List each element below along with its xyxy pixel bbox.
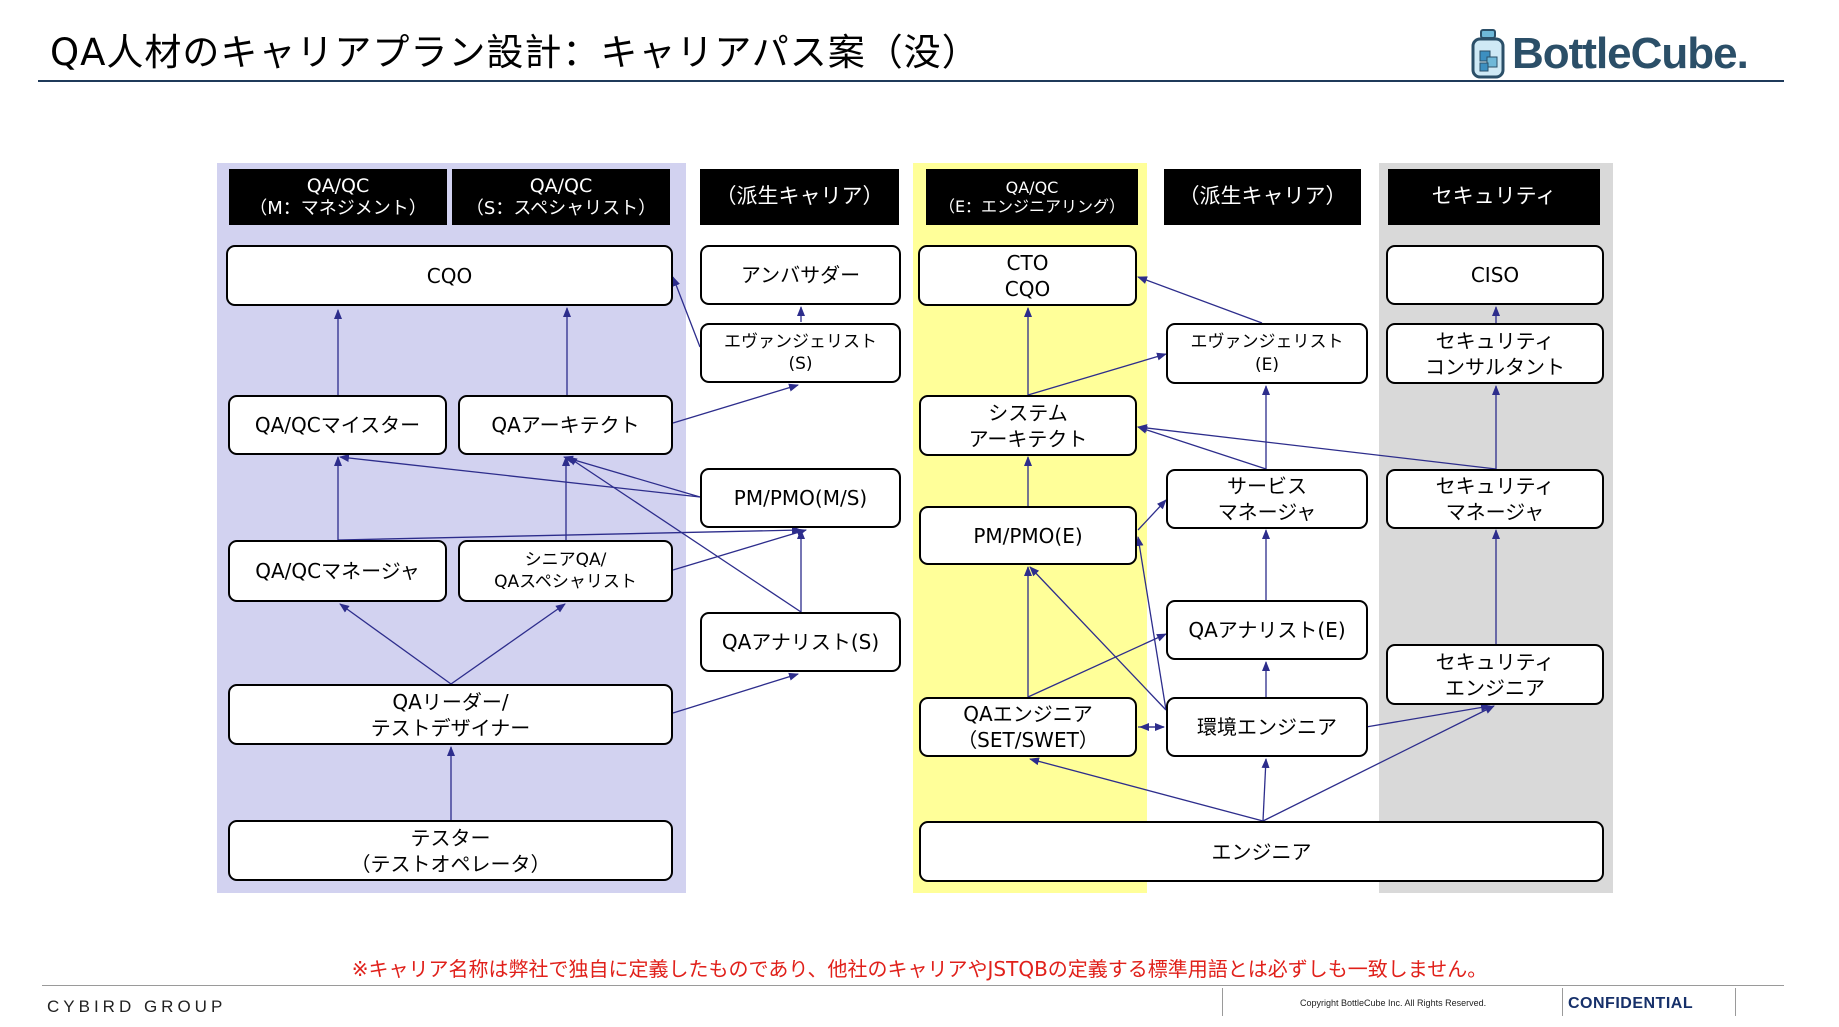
footer-divider <box>42 985 1784 986</box>
node-security-consultant: セキュリティ コンサルタント <box>1386 323 1604 384</box>
node-security-engineer-line1: セキュリティ <box>1435 649 1555 674</box>
header-derived-career-1: （派生キャリア） <box>700 169 899 225</box>
node-cto-cqo: CTO CQO <box>918 245 1137 306</box>
header-qa-management-line2: （M：マネジメント） <box>249 197 427 219</box>
node-qa-leader-line2: テストデザイナー <box>370 715 531 740</box>
node-service-manager: サービス マネージャ <box>1166 469 1368 529</box>
title-divider <box>38 80 1784 82</box>
node-qa-analyst-s: QAアナリスト(S) <box>700 612 901 672</box>
node-qa-meister: QA/QCマイスター <box>228 395 447 455</box>
node-security-consultant-line1: セキュリティ <box>1435 328 1555 353</box>
node-evangelist-s-line2: (S) <box>788 354 813 374</box>
node-senior-qa: シニアQA/ QAスペシャリスト <box>458 540 673 602</box>
node-qa-manager: QA/QCマネージャ <box>228 540 447 602</box>
node-security-consultant-line2: コンサルタント <box>1425 354 1565 379</box>
node-ciso-label: CISO <box>1470 263 1520 287</box>
node-qa-leader: QAリーダー/ テストデザイナー <box>228 684 673 745</box>
node-tester-line2: （テストオペレータ） <box>350 851 551 876</box>
node-qa-analyst-s-label: QAアナリスト(S) <box>721 630 880 654</box>
header-security: セキュリティ <box>1388 169 1600 225</box>
node-security-manager-line2: マネージャ <box>1445 500 1545 524</box>
arrow-evangelist-e-to-cto <box>1137 276 1263 324</box>
page-title: QA人材のキャリアプラン設計：キャリアパス案（没） <box>50 31 980 74</box>
arrow-engineer-to-env-engineer <box>1261 758 1270 822</box>
node-qa-engineer-line2: （SET/SWET） <box>957 728 1099 752</box>
node-qa-meister-label: QA/QCマイスター <box>254 413 421 437</box>
header-derived-career-1-label: （派生キャリア） <box>715 184 884 209</box>
disclaimer-note: ※キャリア名称は弊社で独自に定義したものであり、他社のキャリアやJSTQBの定義… <box>351 957 1488 981</box>
header-qa-engineering: QA/QC （E：エンジニアリング） <box>926 169 1138 225</box>
node-engineer-label: エンジニア <box>1211 839 1312 864</box>
node-security-manager-line1: セキュリティ <box>1435 474 1555 498</box>
node-service-manager-line1: サービス <box>1227 474 1307 498</box>
logo-text: BottleCube. <box>1512 29 1749 78</box>
node-system-architect-line1: システム <box>988 400 1068 425</box>
node-service-manager-line2: マネージャ <box>1217 500 1317 524</box>
node-env-engineer: 環境エンジニア <box>1166 697 1368 757</box>
header-qa-specialist-line1: QA/QC <box>529 174 593 197</box>
header-qa-specialist-line2: （S：スペシャリスト） <box>465 197 657 219</box>
node-evangelist-s-line1: エヴァンジェリスト <box>724 331 877 352</box>
node-env-engineer-label: 環境エンジニア <box>1197 715 1337 739</box>
node-ciso: CISO <box>1386 245 1604 305</box>
node-pm-pmo-e-label: PM/PMO(E) <box>973 523 1083 548</box>
arrow-leader-to-analyst-s <box>672 672 799 714</box>
node-security-engineer: セキュリティ エンジニア <box>1386 644 1604 705</box>
header-qa-engineering-line1: QA/QC <box>1005 177 1059 197</box>
node-system-architect: システム アーキテクト <box>919 395 1137 456</box>
node-evangelist-e-line1: エヴァンジェリスト <box>1190 332 1344 353</box>
node-evangelist-e-line2: (E) <box>1254 354 1279 375</box>
node-ambassador: アンバサダー <box>700 245 901 305</box>
node-pm-pmo-ms-label: PM/PMO(M/S) <box>733 486 868 510</box>
node-cto-cqo-line1: CTO <box>1006 250 1049 275</box>
node-evangelist-e: エヴァンジェリスト (E) <box>1166 323 1368 384</box>
node-senior-qa-line2: QAスペシャリスト <box>494 572 637 592</box>
arrow-senior-to-pmpmo-ms <box>672 528 807 571</box>
header-derived-career-2: （派生キャリア） <box>1164 169 1361 225</box>
node-security-manager: セキュリティ マネージャ <box>1386 469 1604 529</box>
node-security-engineer-line2: エンジニア <box>1445 675 1545 700</box>
header-security-label: セキュリティ <box>1431 184 1557 209</box>
node-tester-line1: テスター <box>410 825 491 850</box>
node-cto-cqo-line2: CQO <box>1004 276 1051 301</box>
logo: BottleCube. <box>1470 26 1749 82</box>
footer-copyright: Copyright BottleCube Inc. All Rights Res… <box>1300 998 1487 1008</box>
footer-brand: CYBIRD GROUP <box>47 997 227 1016</box>
node-evangelist-s: エヴァンジェリスト (S) <box>700 323 901 383</box>
node-tester: テスター （テストオペレータ） <box>228 820 673 881</box>
node-qa-analyst-e-label: QAアナリスト(E) <box>1188 618 1346 642</box>
node-pm-pmo-e: PM/PMO(E) <box>919 506 1137 565</box>
header-qa-engineering-line2: （E：エンジニアリング） <box>938 197 1126 216</box>
header-qa-management: QA/QC （M：マネジメント） <box>229 169 447 225</box>
node-qa-leader-line1: QAリーダー/ <box>392 689 509 714</box>
confidential-label: CONFIDENTIAL <box>1568 995 1694 1012</box>
node-system-architect-line2: アーキテクト <box>968 426 1088 451</box>
node-engineer: エンジニア <box>919 821 1604 882</box>
arrow-service-manager-to-system-architect <box>1137 426 1267 470</box>
node-qa-manager-label: QA/QCマネージャ <box>255 559 420 583</box>
footer-separator-2 <box>1562 988 1563 1016</box>
node-qa-architect-label: QAアーキテクト <box>491 413 640 437</box>
footer-separator-1 <box>1222 988 1223 1016</box>
footer-separator-3 <box>1735 988 1736 1016</box>
node-qa-analyst-e: QAアナリスト(E) <box>1166 600 1368 660</box>
node-qa-engineer-line1: QAエンジニア <box>963 702 1093 726</box>
header-qa-management-line1: QA/QC <box>306 174 370 197</box>
node-ambassador-label: アンバサダー <box>740 263 861 287</box>
node-pm-pmo-ms: PM/PMO(M/S) <box>700 468 901 528</box>
node-qa-engineer: QAエンジニア （SET/SWET） <box>919 697 1137 757</box>
node-qa-architect: QAアーキテクト <box>458 395 673 455</box>
header-derived-career-2-label: （派生キャリア） <box>1178 184 1347 209</box>
node-cqo: CQO <box>226 245 673 306</box>
node-senior-qa-line1: シニアQA/ <box>524 549 607 570</box>
arrow-architect-to-evangelist-s <box>672 383 799 424</box>
bottle-cube-icon <box>1471 29 1505 79</box>
node-cqo-label: CQO <box>426 263 473 288</box>
header-qa-specialist: QA/QC （S：スペシャリスト） <box>452 169 670 225</box>
